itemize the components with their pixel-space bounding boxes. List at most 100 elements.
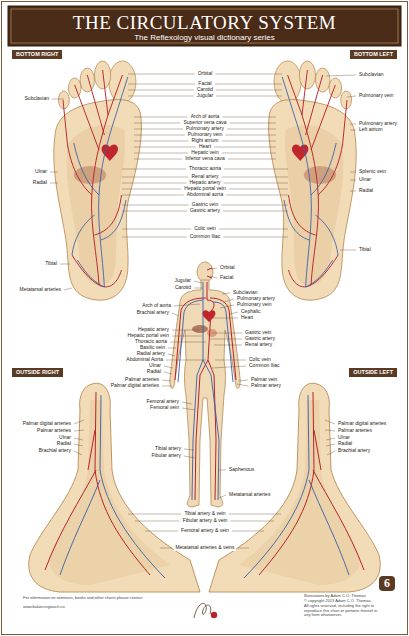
part-label: Metatarsal arteries [228, 492, 271, 498]
leader-line [134, 135, 185, 136]
leader-line [215, 84, 282, 85]
leader-line [232, 531, 264, 532]
leader-line [222, 293, 230, 294]
leader-line [350, 191, 356, 192]
leader-line [238, 548, 249, 549]
part-label: Abdominal aorta [186, 192, 224, 198]
leader-line [134, 123, 180, 124]
title-banner-rule [11, 9, 398, 43]
leader-line [134, 129, 183, 130]
credit-note: For information on seminars, books and o… [22, 596, 144, 601]
part-label: Jugular [174, 278, 192, 284]
leader-line [327, 451, 335, 455]
leader-line [218, 470, 226, 471]
leader-line [215, 360, 246, 361]
leader-line [122, 195, 184, 196]
part-label: Ulnar [358, 177, 372, 183]
part-label: Tibial artery & vein [183, 511, 226, 517]
leader-line [168, 348, 176, 349]
part-label: Ulnar [148, 363, 162, 369]
leader-line [216, 96, 282, 97]
part-label: Colic vein [248, 357, 272, 363]
part-label: Pulmonary artery [236, 296, 276, 302]
leader-line [224, 169, 288, 170]
part-label: Abdominal Aorta [125, 357, 164, 363]
part-label: Radial [32, 180, 48, 186]
part-label: Saphenous [228, 467, 255, 473]
leader-line [134, 159, 182, 160]
leader-line [230, 123, 276, 124]
leader-line [212, 366, 246, 368]
outside-left-foot [209, 383, 380, 592]
part-label: Cephalic [240, 309, 261, 315]
outside-right-foot [29, 383, 200, 592]
leader-line [226, 195, 288, 196]
band-text: 6 [384, 576, 390, 590]
part-label: Femoral vein [149, 405, 180, 411]
part-label: Orbital [219, 265, 236, 271]
leader-line [60, 264, 70, 265]
leader-line [128, 74, 195, 75]
part-label: Palmar arteries [337, 428, 373, 434]
band-text: OUTSIDE RIGHT [16, 369, 59, 375]
leader-line [128, 90, 194, 91]
part-label: Fibular artery [151, 453, 182, 459]
part-label: Brachial artery [136, 310, 170, 316]
part-label: Palmar digital arteries [337, 421, 387, 427]
leader-line [350, 124, 356, 125]
leader-line [128, 514, 181, 515]
body-vein [178, 282, 233, 500]
part-label: Subclavian [232, 290, 258, 296]
part-label: Pulmonary vein [358, 93, 394, 99]
part-label: Subclavian [24, 96, 50, 102]
leader-line [350, 172, 356, 173]
part-label: Gastric artery [189, 208, 221, 214]
band-text: BOTTOM RIGHT [16, 51, 58, 57]
part-label: Colic vein [193, 226, 217, 232]
leader-line [64, 288, 72, 290]
leader-line [223, 237, 288, 238]
leader-line [50, 183, 58, 184]
leader-line [122, 229, 191, 230]
part-label: Ulnar [34, 169, 48, 175]
leader-line [134, 141, 189, 142]
part-label: Splenic vein [358, 169, 387, 175]
logo-dot [211, 612, 217, 618]
leader-line [325, 420, 335, 424]
leader-line [221, 205, 288, 206]
leader-line [122, 205, 189, 206]
part-label: Common Iliac [248, 363, 281, 369]
part-label: Thoracic aorta [134, 339, 168, 345]
leader-line [211, 268, 217, 269]
part-label: Tibial [44, 261, 58, 267]
leader-line [52, 99, 64, 100]
part-label: Metatarsal arteries [19, 287, 62, 293]
part-label: Gastric vein [244, 330, 272, 336]
leader-line [74, 420, 84, 424]
leader-line [182, 408, 195, 410]
credit-note: All rights reserved, including the right… [303, 604, 385, 618]
part-label: Tibial [358, 247, 372, 253]
part-label: Brachial artery [337, 448, 371, 454]
leader-line [223, 211, 288, 212]
part-label: Tibial artery [154, 446, 182, 452]
part-label: Palmar digital arteries [110, 383, 160, 389]
body-head [197, 262, 213, 282]
part-label: Pulmonary artery [358, 121, 398, 127]
leader-line [210, 339, 242, 340]
leader-line [229, 189, 288, 190]
part-label: Pulmonary artery [185, 126, 225, 132]
leader-line [350, 180, 356, 181]
leader-line [184, 449, 194, 450]
leader-line [122, 183, 186, 184]
leader-line [74, 438, 83, 440]
part-label: Arch of aorta [141, 303, 172, 309]
leader-line [212, 333, 242, 334]
credit-note: © copyright 2013 Adam C.O. Thomas. [303, 599, 373, 604]
leader-line [164, 372, 172, 374]
leader-line [170, 342, 206, 343]
part-label: Palmar artery [250, 383, 282, 389]
part-label: Gastric vein [191, 202, 219, 208]
leader-line [50, 172, 58, 173]
